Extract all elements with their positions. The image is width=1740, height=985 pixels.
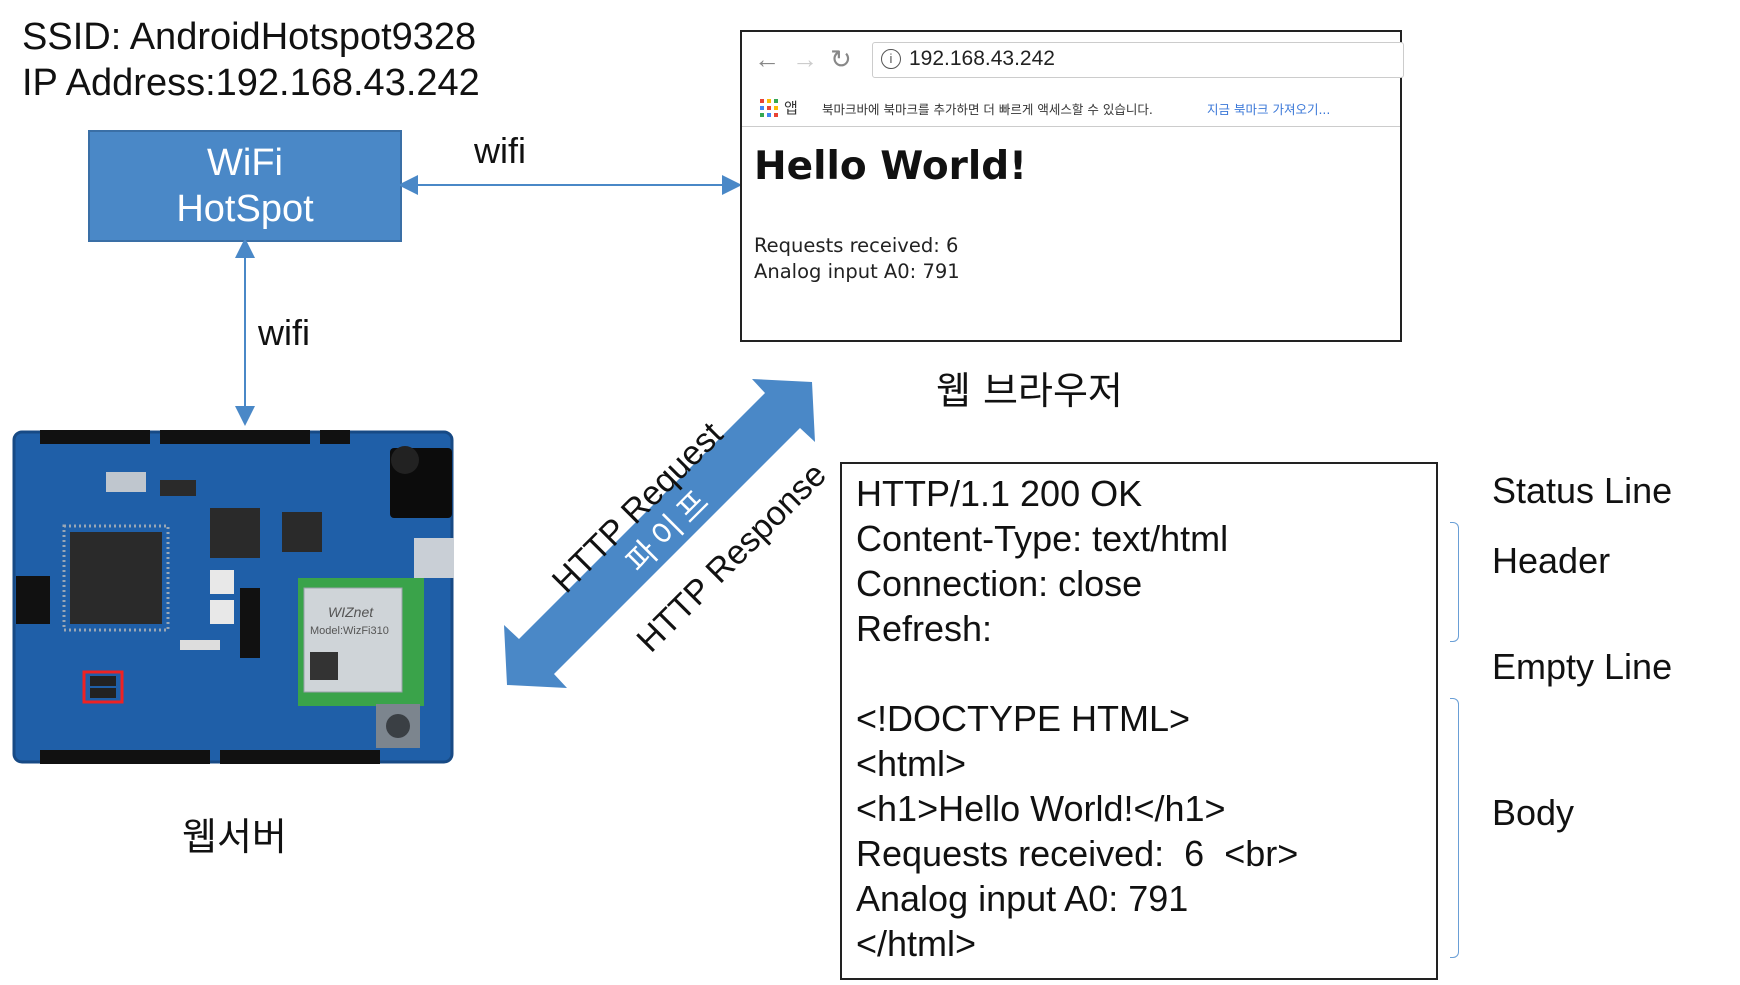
page-heading: Hello World! (754, 144, 1027, 189)
header-label: Header (1492, 540, 1611, 581)
hotspot-line2: HotSpot (176, 188, 314, 230)
server-caption: 웹서버 (182, 815, 287, 859)
module-brand-text: WIZnet (328, 604, 374, 620)
back-arrow-icon[interactable]: ← (754, 44, 780, 74)
wifi-label-vertical: wifi (258, 312, 310, 353)
browser-window: ← → ↻ i 192.168.43.242 앱 북마크바에 북마크를 추가하면… (740, 30, 1404, 342)
ip-text: IP Address:192.168.43.242 (22, 62, 480, 104)
header-bracket (1450, 522, 1459, 642)
requests-line: Requests received: 6 (754, 234, 959, 257)
response-line: Analog input A0: 791 (856, 878, 1189, 919)
browser-caption: 웹 브라우저 (936, 369, 1123, 413)
address-bar[interactable]: i 192.168.43.242 (872, 42, 1404, 78)
module-model-text: Model:WizFi310 (310, 625, 389, 637)
response-line: Connection: close (856, 563, 1143, 604)
info-icon[interactable]: i (881, 49, 901, 69)
apps-grid-icon[interactable] (760, 99, 778, 117)
bookmark-bar: 앱 북마크바에 북마크를 추가하면 더 빠르게 액세스할 수 있습니다. 지금 … (742, 90, 1400, 127)
body-bracket (1450, 698, 1459, 958)
wifi-hotspot-node: WiFi HotSpot (88, 130, 402, 242)
response-line: <h1>Hello World!</h1> (856, 788, 1226, 829)
empty-line-label: Empty Line (1492, 646, 1673, 687)
reload-icon[interactable]: ↻ (830, 44, 852, 74)
response-line: Content-Type: text/html (856, 518, 1229, 559)
url-text: 192.168.43.242 (909, 47, 1055, 70)
arduino-wifi-board: WIZnet Model:WizFi310 (10, 420, 460, 774)
wifi-label-horizontal: wifi (474, 130, 526, 171)
bookmark-import-link[interactable]: 지금 북마크 가져오기... (1207, 102, 1331, 117)
status-line-label: Status Line (1492, 470, 1673, 511)
body-label: Body (1492, 792, 1575, 833)
ssid-text: SSID: AndroidHotspot9328 (22, 16, 477, 58)
response-line: </html> (856, 923, 977, 964)
response-line: <!DOCTYPE HTML> (856, 698, 1191, 739)
network-info: SSID: AndroidHotspot9328 IP Address:192.… (22, 14, 480, 106)
forward-arrow-icon[interactable]: → (792, 44, 818, 74)
response-line: <html> (856, 743, 967, 784)
pipe-arrow-shape (504, 379, 815, 688)
http-response-box: HTTP/1.1 200 OK Content-Type: text/html … (840, 462, 1438, 980)
http-pipe-arrow (504, 379, 815, 688)
response-line: HTTP/1.1 200 OK (856, 473, 1143, 514)
analog-line: Analog input A0: 791 (754, 260, 960, 283)
response-line: Refresh: (856, 608, 993, 649)
browser-nav-bar: ← → ↻ i 192.168.43.242 (742, 32, 1404, 90)
apps-label[interactable]: 앱 (784, 99, 798, 117)
board-illustration: WIZnet Model:WizFi310 (12, 430, 454, 764)
response-line: Requests received: 6 <br> (856, 833, 1299, 874)
hotspot-line1: WiFi (207, 142, 283, 184)
bookmark-message: 북마크바에 북마크를 추가하면 더 빠르게 액세스할 수 있습니다. (822, 102, 1153, 117)
